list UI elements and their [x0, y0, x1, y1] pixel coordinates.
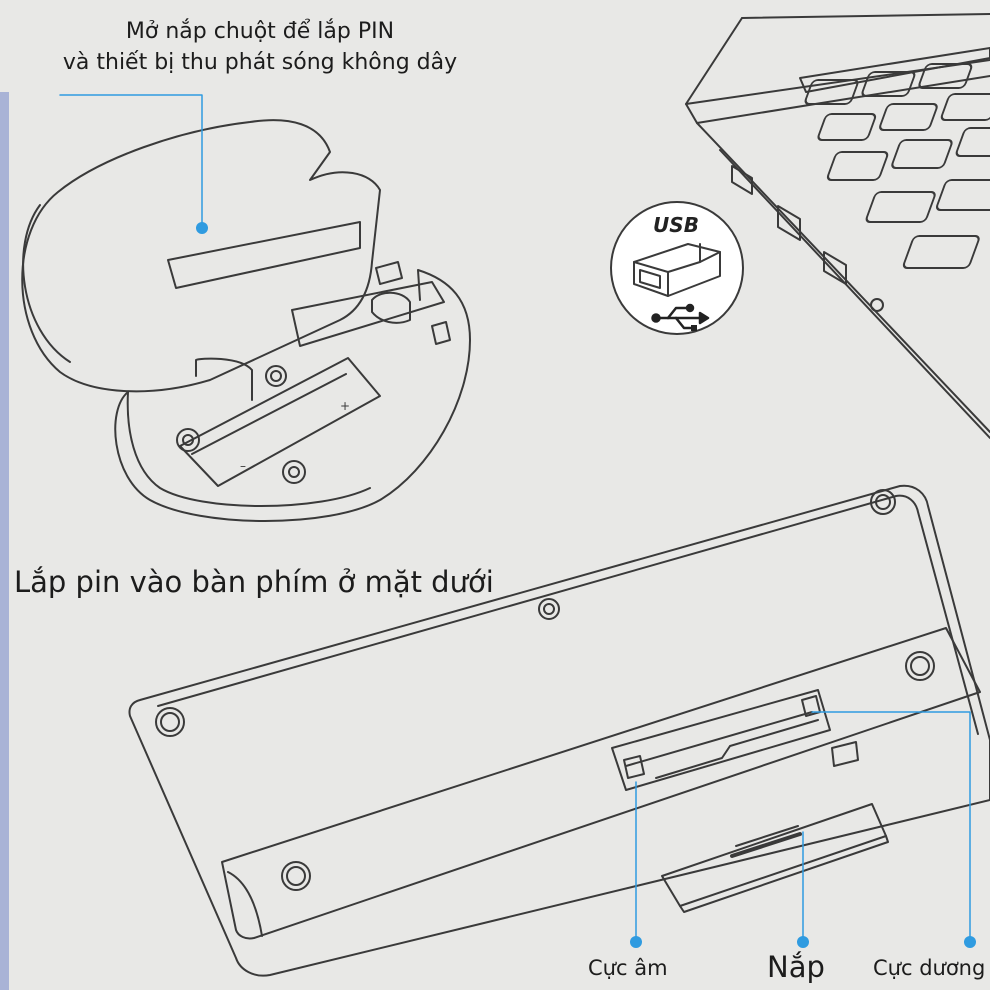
- keyboard-instruction: Lắp pin vào bàn phím ở mặt dưới: [14, 565, 494, 599]
- mouse-body: [114, 269, 471, 522]
- mouse-lid: [21, 119, 381, 393]
- callout-lines: [59, 94, 971, 943]
- keyboard-battery-compartment: [611, 689, 831, 791]
- svg-text:+: +: [340, 399, 350, 413]
- laptop-keyboard-keys: [804, 63, 990, 269]
- keyboard-foot: [905, 651, 935, 681]
- keyboard-underside: [128, 484, 990, 977]
- negative-terminal-label: Cực âm: [588, 956, 668, 980]
- svg-text:–: –: [240, 459, 246, 473]
- positive-terminal-label: Cực dương: [873, 956, 986, 980]
- keyboard-outer-frame: [128, 484, 990, 977]
- keyboard-screw: [538, 598, 560, 620]
- mouse-instruction: Mở nắp chuột để lắp PIN và thiết bị thu …: [40, 16, 480, 78]
- mouse-instruction-line1: Mở nắp chuột để lắp PIN: [125, 19, 395, 44]
- usb-badge-label: USB: [653, 213, 699, 237]
- keyboard-foot: [281, 861, 311, 891]
- usb-receiver-badge: [610, 201, 744, 335]
- lid-label: Nắp: [767, 950, 825, 984]
- callout-dot-positive: [964, 936, 976, 948]
- laptop-illustration: [685, 13, 990, 439]
- keyboard-foot: [155, 707, 185, 737]
- usb-dongle-icon: [633, 243, 721, 297]
- usb-symbol-icon: [651, 303, 710, 331]
- callout-dot-lid: [797, 936, 809, 948]
- left-accent-bar: [0, 92, 9, 990]
- callout-dot-negative: [630, 936, 642, 948]
- callout-dot-mouse: [196, 222, 208, 234]
- laptop-ports: [731, 165, 884, 312]
- mouse-battery-slot: [179, 357, 381, 487]
- keyboard-foot: [870, 489, 896, 515]
- mouse-instruction-line2: và thiết bị thu phát sóng không dây: [62, 50, 458, 75]
- mouse-illustration: + –: [21, 119, 471, 522]
